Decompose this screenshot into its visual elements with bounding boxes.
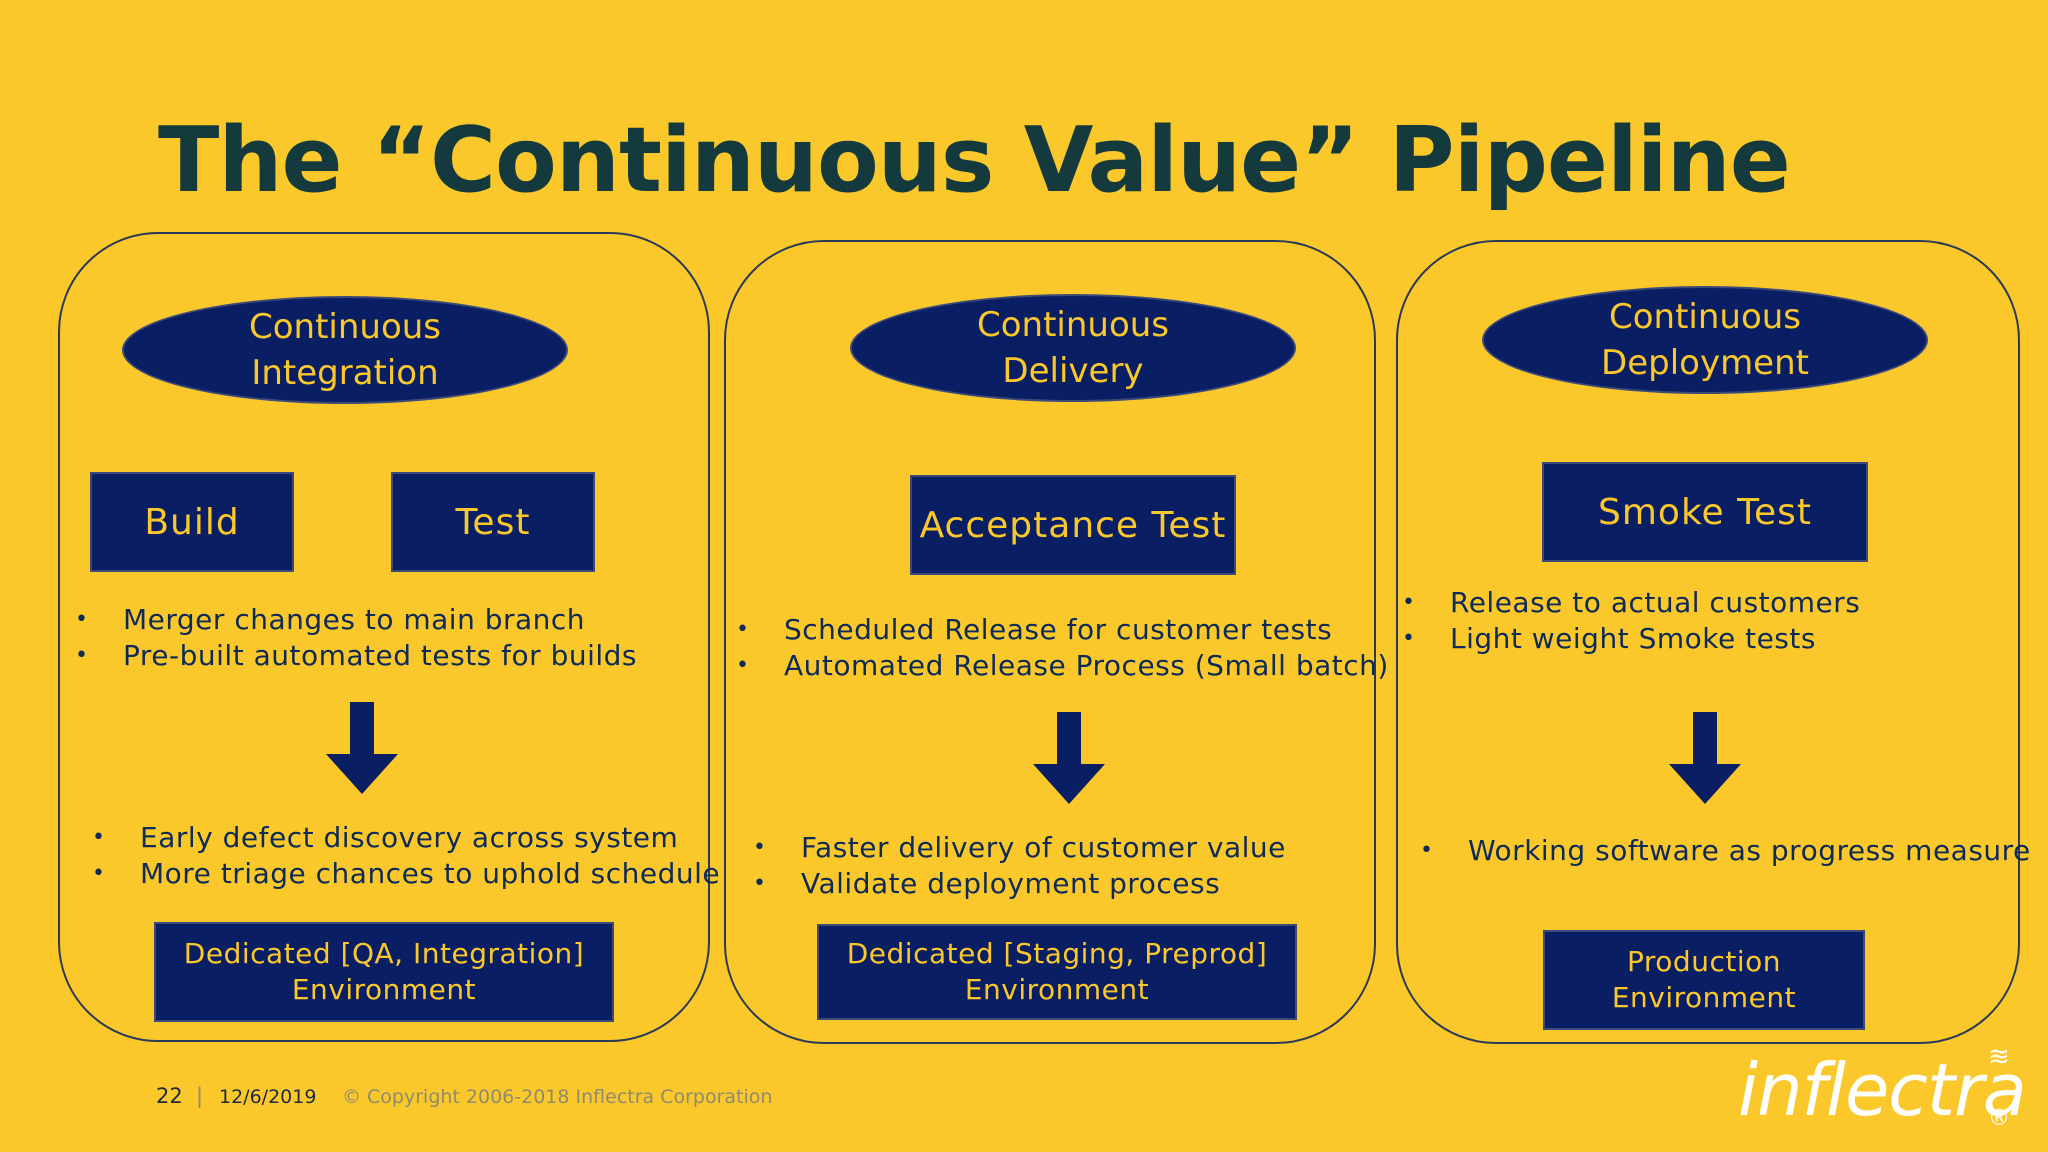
benefit-list: Faster delivery of customer value Valida… (753, 830, 1286, 902)
practice-list: Release to actual customers Light weight… (1402, 585, 1860, 657)
benefit-list: Working software as progress measure (1420, 833, 2031, 869)
stage-heading-line: Continuous (976, 305, 1170, 345)
practice-list: Scheduled Release for customer tests Aut… (736, 612, 1389, 684)
environment-line: Dedicated [Staging, Preprod] (846, 937, 1268, 970)
brand-logo: inflectra (1738, 1048, 2027, 1132)
footer-separator: | (196, 1084, 204, 1108)
list-item: Early defect discovery across system (92, 820, 720, 856)
stage-heading-line: Integration (251, 353, 439, 393)
footer-copyright: © Copyright 2006-2018 Inflectra Corporat… (342, 1086, 773, 1108)
page-number: 22 (156, 1084, 183, 1108)
footer-date: 12/6/2019 (219, 1086, 317, 1108)
list-item: Pre-built automated tests for builds (75, 638, 637, 674)
practice-list: Merger changes to main branch Pre-built … (75, 602, 637, 674)
stage-heading-integration: Continuous Integration (122, 296, 568, 404)
list-item: Release to actual customers (1402, 585, 1860, 621)
stage-heading-line: Continuous (248, 307, 442, 347)
stage-heading-deployment: Continuous Deployment (1482, 286, 1928, 394)
step-box-acceptance-test: Acceptance Test (910, 475, 1236, 575)
stage-panel-deployment (1396, 240, 2020, 1044)
step-box-test: Test (391, 472, 595, 572)
list-item: More triage chances to uphold schedule (92, 856, 720, 892)
step-label: Smoke Test (1598, 491, 1812, 533)
arrow-down-icon (326, 702, 398, 794)
stage-panel-integration (58, 232, 710, 1042)
environment-box-deployment: Production Environment (1543, 930, 1865, 1030)
logo-waves-icon: ≋ (1988, 1042, 2010, 1072)
slide-title: The “Continuous Value” Pipeline (158, 108, 1791, 213)
arrow-down-icon (1669, 712, 1741, 804)
step-label: Build (144, 501, 240, 543)
arrow-down-icon (1033, 712, 1105, 804)
environment-line: Environment (1611, 981, 1797, 1014)
environment-box-delivery: Dedicated [Staging, Preprod] Environment (817, 924, 1297, 1020)
list-item: Automated Release Process (Small batch) (736, 648, 1389, 684)
environment-line: Environment (964, 973, 1150, 1006)
list-item: Scheduled Release for customer tests (736, 612, 1389, 648)
list-item: Working software as progress measure (1420, 833, 2031, 869)
registered-mark: ® (1988, 1106, 2010, 1131)
step-label: Acceptance Test (919, 504, 1227, 546)
stage-heading-line: Deployment (1601, 343, 1809, 383)
environment-line: Production (1627, 945, 1781, 978)
benefit-list: Early defect discovery across system Mor… (92, 820, 720, 892)
environment-line: Environment (291, 973, 477, 1006)
list-item: Faster delivery of customer value (753, 830, 1286, 866)
environment-box-integration: Dedicated [QA, Integration] Environment (154, 922, 614, 1022)
list-item: Validate deployment process (753, 866, 1286, 902)
step-box-build: Build (90, 472, 294, 572)
stage-heading-delivery: Continuous Delivery (850, 294, 1296, 402)
list-item: Light weight Smoke tests (1402, 621, 1860, 657)
stage-heading-line: Delivery (1002, 351, 1144, 391)
step-label: Test (455, 501, 531, 543)
step-box-smoke-test: Smoke Test (1542, 462, 1868, 562)
stage-heading-line: Continuous (1608, 297, 1802, 337)
list-item: Merger changes to main branch (75, 602, 637, 638)
environment-line: Dedicated [QA, Integration] (183, 937, 585, 970)
